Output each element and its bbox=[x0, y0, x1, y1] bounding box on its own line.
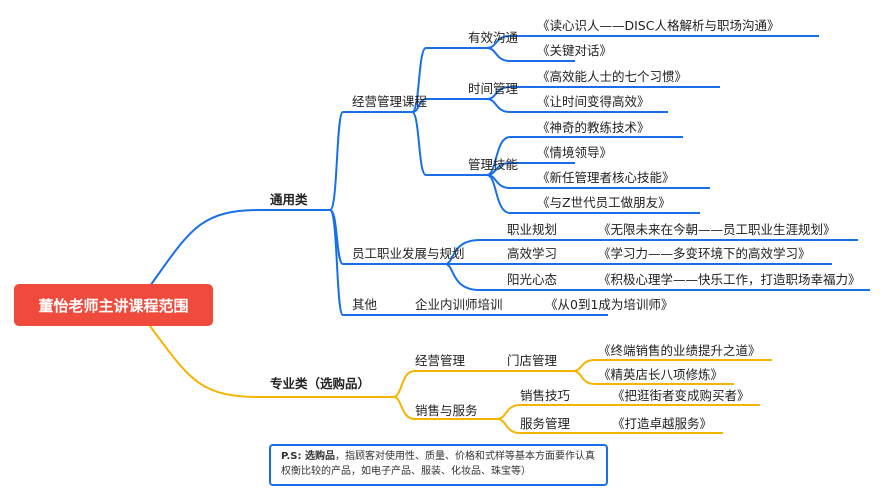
node-general[interactable]: 通用类 bbox=[270, 192, 308, 207]
node-mgmt-skills[interactable]: 管理技能 bbox=[468, 157, 519, 172]
note-box: P.S: 选购品，指顾客对使用性、质量、价格和式样等基本方面要作认真权衡比较的产… bbox=[269, 444, 608, 486]
node-professional[interactable]: 专业类（选购品） bbox=[270, 376, 371, 391]
leaf-course[interactable]: 《把逛街者变成购买者》 bbox=[612, 388, 750, 403]
leaf-course[interactable]: 《积极心理学——快乐工作，打造职场幸福力》 bbox=[598, 272, 861, 287]
node-time-mgmt[interactable]: 时间管理 bbox=[468, 81, 519, 96]
leaf-course[interactable]: 《读心识人——DISC人格解析与职场沟通》 bbox=[537, 18, 780, 33]
node-service-mgmt[interactable]: 服务管理 bbox=[520, 416, 571, 431]
node-sales-service[interactable]: 销售与服务 bbox=[415, 403, 478, 418]
leaf-course[interactable]: 《让时间变得高效》 bbox=[537, 94, 650, 109]
node-communication[interactable]: 有效沟通 bbox=[468, 30, 519, 45]
branch-line-professional bbox=[149, 325, 393, 398]
leaf-course[interactable]: 《无限未来在今朝——员工职业生涯规划》 bbox=[598, 222, 836, 237]
branch-line-general bbox=[149, 209, 330, 287]
leaf-course[interactable]: 《终端销售的业绩提升之道》 bbox=[598, 343, 761, 358]
node-other[interactable]: 其他 bbox=[352, 297, 378, 312]
leaf-course[interactable]: 《打造卓越服务》 bbox=[612, 416, 713, 431]
leaf-course[interactable]: 《高效能人士的七个习惯》 bbox=[537, 69, 688, 84]
leaf-course[interactable]: 《神奇的教练技术》 bbox=[537, 120, 650, 135]
node-store-mgmt[interactable]: 门店管理 bbox=[507, 353, 558, 368]
leaf-course[interactable]: 《学习力——多变环境下的高效学习》 bbox=[598, 246, 811, 261]
leaf-course[interactable]: 《情境领导》 bbox=[537, 145, 613, 160]
node-career-planning[interactable]: 职业规划 bbox=[507, 222, 558, 237]
node-mindset[interactable]: 阳光心态 bbox=[507, 272, 558, 287]
leaf-course[interactable]: 《关键对话》 bbox=[537, 43, 613, 58]
node-career[interactable]: 员工职业发展与规划 bbox=[352, 246, 465, 261]
node-operations[interactable]: 经营管理 bbox=[415, 353, 466, 368]
note-text: ，指顾客对使用性、质量、价格和式样等基本方面要作认真权衡比较的产品，如电子产品、… bbox=[281, 451, 595, 477]
leaf-course[interactable]: 《从0到1成为培训师》 bbox=[545, 297, 674, 312]
root-node[interactable]: 董怡老师主讲课程范围 bbox=[14, 284, 213, 326]
node-mgmt-courses[interactable]: 经营管理课程 bbox=[352, 94, 428, 109]
leaf-course[interactable]: 《与Z世代员工做朋友》 bbox=[537, 195, 671, 210]
leaf-course[interactable]: 《新任管理者核心技能》 bbox=[537, 170, 675, 185]
node-trainer[interactable]: 企业内训师培训 bbox=[415, 297, 503, 312]
node-learning[interactable]: 高效学习 bbox=[507, 246, 558, 261]
note-prefix: P.S: 选购品 bbox=[281, 451, 335, 462]
leaf-course[interactable]: 《精英店长八项修炼》 bbox=[598, 367, 724, 382]
node-sales-skills[interactable]: 销售技巧 bbox=[520, 388, 571, 403]
